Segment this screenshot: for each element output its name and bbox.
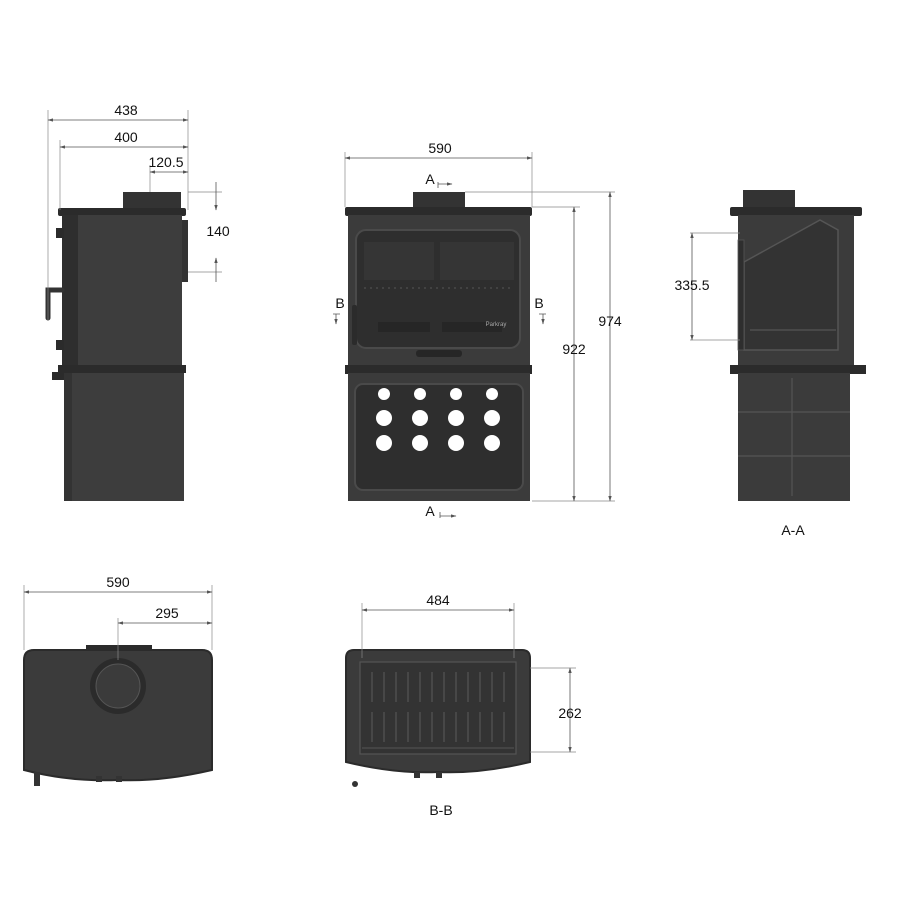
vent-hole: [412, 435, 428, 451]
aa-flue-collar: [743, 190, 795, 210]
vent-hole: [450, 388, 462, 400]
vent-hole: [412, 410, 428, 426]
aa-front-glass: [737, 239, 745, 351]
bb-handle-end: [352, 781, 358, 787]
vent-hole: [484, 435, 500, 451]
side-view: 438 400 120.5 140: [45, 102, 230, 501]
side-door-handle: [45, 287, 65, 321]
bb-dim-depth: 262: [558, 705, 582, 721]
side-ledge-foot: [52, 372, 64, 380]
vent-hole: [376, 435, 392, 451]
side-upper-body: [62, 215, 182, 365]
section-arrow-a-bottom: [439, 512, 456, 518]
top-flue-opening: [95, 663, 141, 709]
front-grate-right: [442, 322, 502, 332]
front-grate-left: [378, 322, 430, 332]
vent-hole: [448, 410, 464, 426]
top-foot-left: [34, 772, 40, 786]
side-flue-collar: [123, 192, 181, 210]
section-arrow-b-right: [539, 313, 546, 324]
section-bb-view: 484 262 B-B: [345, 592, 582, 818]
top-rear-lip: [86, 645, 152, 651]
bb-firebox: [359, 661, 517, 755]
side-dim-flue-offset: 120.5: [148, 154, 183, 170]
bb-dim-inner-width: 484: [426, 592, 450, 608]
vent-hole: [378, 388, 390, 400]
side-dim-outlet-height: 140: [206, 223, 230, 239]
bb-foot-2: [436, 772, 442, 778]
vent-hole: [376, 410, 392, 426]
front-door-handle: [352, 305, 357, 345]
side-base-shadow: [64, 373, 72, 501]
side-mid-ledge: [58, 365, 186, 373]
front-vent-holes: [376, 388, 500, 451]
section-mark-a-bottom: A: [425, 503, 435, 519]
vent-hole: [484, 410, 500, 426]
front-badge: Parkray: [486, 322, 507, 328]
bb-foot-1: [414, 772, 420, 778]
front-dim-door-height: 922: [562, 341, 586, 357]
front-vent-panel: [354, 383, 524, 491]
section-mark-b-right: B: [534, 295, 543, 311]
section-mark-b-left: B: [335, 295, 344, 311]
front-view: Parkray 590 922: [333, 140, 622, 519]
front-glass-right: [440, 242, 514, 280]
top-foot-mid-2: [116, 776, 122, 782]
bb-ribs: [371, 672, 505, 742]
aa-dim-firebox-height: 335.5: [674, 277, 709, 293]
aa-mid-ledge: [730, 365, 866, 374]
top-view: 590 295: [23, 574, 213, 786]
front-dim-total-height: 974: [598, 313, 622, 329]
section-arrow-a-top: [437, 182, 452, 188]
side-rear-outlet: [182, 220, 188, 282]
side-dim-overall-width: 438: [114, 102, 138, 118]
side-hinge-bottom: [56, 340, 64, 350]
section-arrow-b-left: [333, 313, 340, 324]
front-dim-width: 590: [428, 140, 452, 156]
front-glass-left: [364, 242, 434, 280]
vent-hole: [448, 435, 464, 451]
side-dim-body-width: 400: [114, 129, 138, 145]
aa-base-grid: [738, 378, 850, 496]
top-foot-mid-1: [96, 776, 102, 782]
bb-caption: B-B: [429, 802, 452, 818]
front-top-plate: [345, 207, 532, 216]
side-base: [64, 373, 184, 501]
aa-caption: A-A: [781, 522, 805, 538]
top-body: [23, 649, 213, 782]
side-door-edge: [62, 215, 78, 365]
front-flue-collar: [413, 192, 465, 210]
section-aa-view: 335.5 A-A: [674, 190, 866, 538]
side-hinge-top: [56, 228, 64, 238]
top-dim-flue-center: 295: [155, 605, 179, 621]
vent-hole: [486, 388, 498, 400]
aa-top-plate: [730, 207, 862, 216]
front-air-slider: [416, 350, 462, 357]
side-top-plate: [58, 208, 186, 216]
top-dim-width: 590: [106, 574, 130, 590]
front-mid-ledge: [345, 365, 532, 374]
section-mark-a-top: A: [425, 171, 435, 187]
aa-base: [738, 373, 850, 501]
vent-hole: [414, 388, 426, 400]
